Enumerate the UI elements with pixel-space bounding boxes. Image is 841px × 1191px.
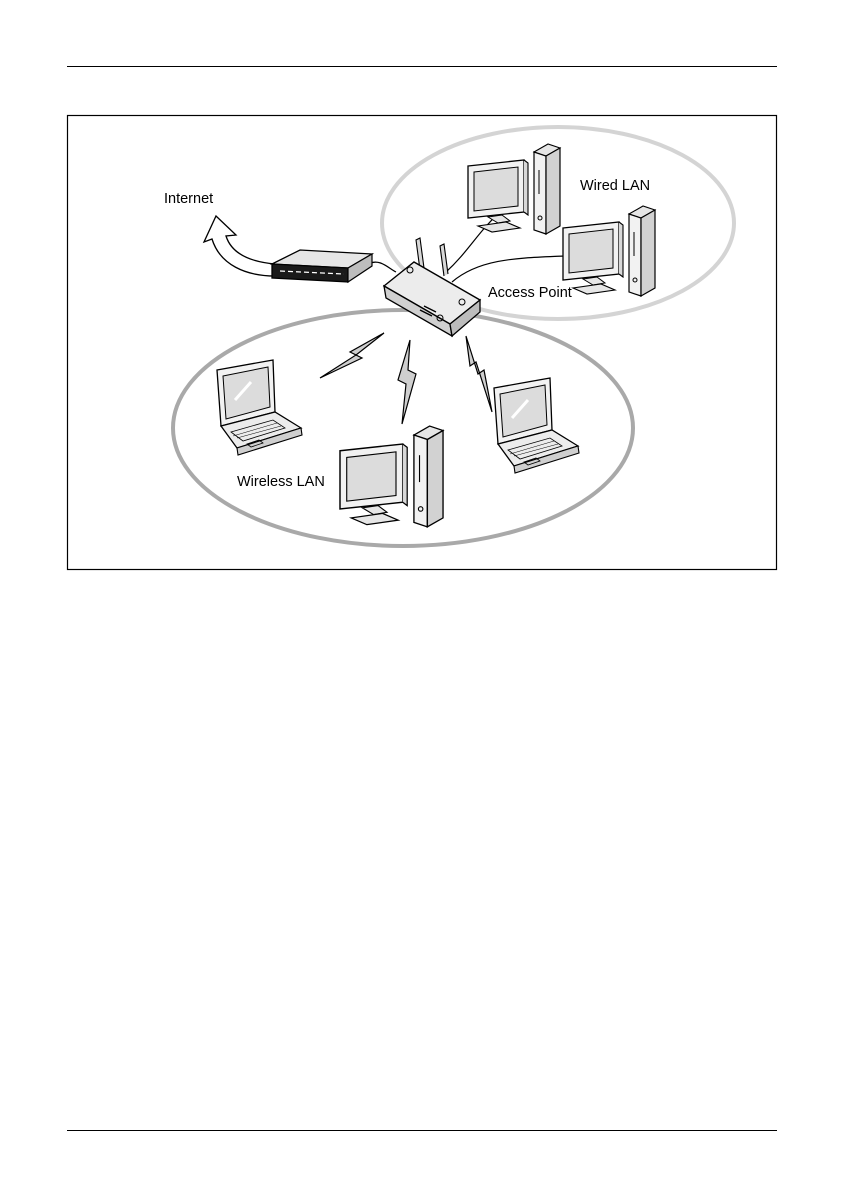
wired-desktop-pc-icon-2	[563, 206, 655, 296]
lightning-bolt-icon-center	[398, 340, 416, 424]
internet-arrow-icon	[204, 216, 275, 276]
lightning-bolt-icon-right	[466, 336, 492, 412]
lightning-bolt-icon-left	[320, 333, 384, 378]
router-icon	[272, 250, 372, 282]
wired-lan-label: Wired LAN	[580, 178, 650, 194]
internet-label: Internet	[164, 191, 213, 207]
wireless-laptop-icon-right	[494, 378, 579, 473]
wireless-desktop-pc-icon	[340, 426, 443, 527]
access-point-label: Access Point	[488, 285, 572, 301]
wireless-laptop-icon-left	[217, 360, 302, 455]
access-point-icon	[384, 238, 480, 336]
wired-desktop-pc-icon-1	[468, 144, 560, 234]
wireless-lan-label: Wireless LAN	[237, 474, 325, 490]
